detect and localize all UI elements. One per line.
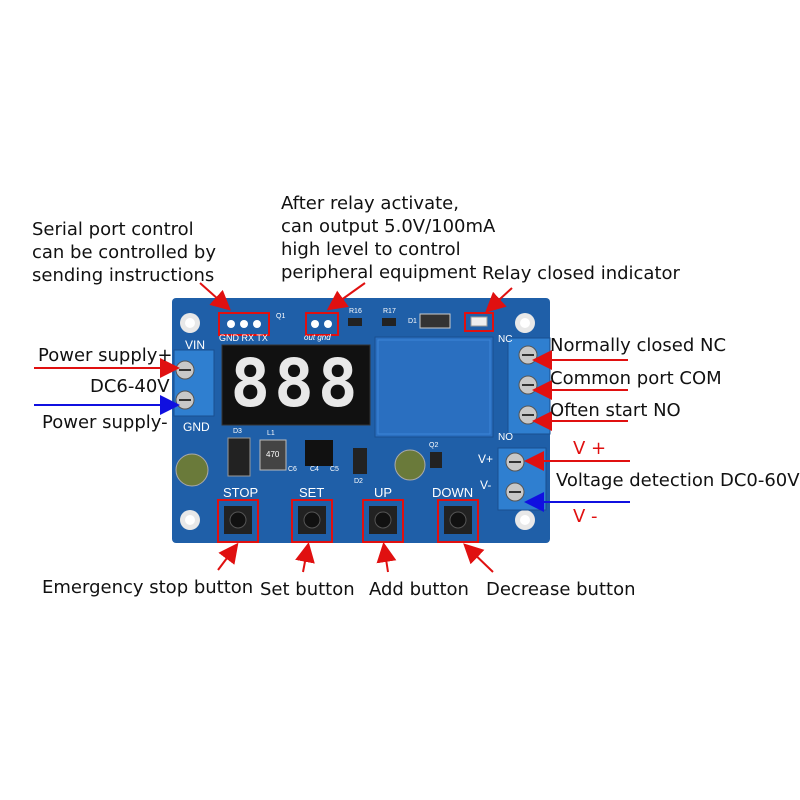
annotation-common-port: Common port COM bbox=[550, 368, 722, 389]
arrow-output bbox=[326, 282, 366, 311]
annotation-relay-output: After relay activate, can output 5.0V/10… bbox=[281, 192, 495, 284]
capacitor-left bbox=[175, 453, 209, 487]
stop-button-graphic bbox=[217, 499, 259, 543]
board-part-d2: D2 bbox=[354, 478, 363, 485]
seven-segment-display bbox=[221, 344, 371, 426]
board-button-down-label: DOWN bbox=[432, 485, 474, 500]
arrow-up bbox=[376, 542, 397, 573]
up-button-graphic bbox=[362, 499, 404, 543]
relay-led-box bbox=[464, 312, 494, 332]
annotation-often-start: Often start NO bbox=[550, 400, 681, 421]
board-gnd-label: GND bbox=[183, 420, 210, 434]
ic-chip bbox=[305, 440, 333, 466]
voltage-terminal-block bbox=[497, 447, 547, 511]
down-button-graphic bbox=[437, 499, 479, 543]
diode-d3 bbox=[227, 437, 251, 477]
annotation-serial-line-2: can be controlled by bbox=[32, 242, 216, 263]
board-button-stop-label: STOP bbox=[223, 485, 259, 500]
diode-d1 bbox=[419, 313, 451, 329]
arrow-indicator bbox=[485, 287, 513, 313]
annotation-serial-line-1: Serial port control bbox=[32, 219, 194, 240]
arrow-serial bbox=[199, 282, 231, 311]
annotation-output-line-2: can output 5.0V/100mA bbox=[281, 216, 496, 237]
board-part-q2: Q2 bbox=[429, 442, 439, 449]
annotation-output-line-3: high level to control bbox=[281, 239, 461, 260]
board-part-l1: L1 bbox=[267, 430, 275, 437]
output-header-pins bbox=[311, 320, 332, 328]
serial-header-pins bbox=[227, 320, 261, 328]
board-part-c4: C4 bbox=[310, 466, 319, 473]
board-vminus-label: V- bbox=[480, 478, 492, 492]
board-part-d1: D1 bbox=[408, 318, 417, 325]
arrow-stop bbox=[217, 542, 239, 571]
annotation-relay-indicator: Relay closed indicator bbox=[482, 263, 680, 284]
inductor-code: 470 bbox=[266, 450, 280, 459]
board-part-c6: C6 bbox=[288, 466, 297, 473]
board-part-q1: Q1 bbox=[276, 313, 286, 320]
board-serial-header-label: GND RX TX bbox=[219, 333, 268, 343]
annotation-add-button: Add button bbox=[369, 579, 469, 600]
power-terminal-block bbox=[173, 349, 215, 417]
annotation-normally-closed: Normally closed NC bbox=[550, 335, 727, 356]
board-button-set-label: SET bbox=[299, 485, 325, 500]
relay-module bbox=[374, 336, 494, 438]
board-output-header-label: out gnd bbox=[304, 333, 331, 342]
inductor-l1 bbox=[259, 439, 287, 471]
annotation-power-range: DC6-40V bbox=[90, 376, 170, 397]
annotation-serial-port: Serial port control can be controlled by… bbox=[32, 218, 216, 287]
annotation-power-plus: Power supply+ bbox=[38, 345, 173, 366]
board-part-c5: C5 bbox=[330, 466, 339, 473]
annotation-serial-line-3: sending instructions bbox=[32, 265, 215, 286]
annotation-v-plus: V + bbox=[573, 438, 607, 459]
annotation-v-minus: V - bbox=[573, 506, 598, 527]
output-header-box bbox=[305, 312, 339, 336]
annotation-output-line-4: peripheral equipment bbox=[281, 262, 477, 283]
display-digits: 888 bbox=[230, 345, 362, 422]
annotation-power-minus: Power supply- bbox=[42, 412, 168, 433]
mounting-holes bbox=[180, 313, 535, 530]
board-part-d3: D3 bbox=[233, 428, 242, 435]
annotation-voltage-detection: Voltage detection DC0-60V bbox=[556, 470, 800, 491]
annotation-decrease-button: Decrease button bbox=[486, 579, 636, 600]
board-vplus-label: V+ bbox=[478, 452, 494, 466]
board-vin-label: VIN bbox=[185, 338, 206, 352]
capacitor-right bbox=[394, 449, 426, 481]
board-part-r17: R17 bbox=[383, 308, 396, 315]
relay-terminal-block bbox=[507, 337, 551, 435]
board-button-up-label: UP bbox=[374, 485, 393, 500]
annotation-set-button: Set button bbox=[260, 579, 355, 600]
board-part-r16: R16 bbox=[349, 308, 362, 315]
arrow-set bbox=[295, 542, 315, 573]
arrow-down bbox=[463, 543, 494, 573]
serial-header-box bbox=[218, 312, 270, 336]
board-nc-label: NC bbox=[498, 334, 513, 345]
annotation-output-line-1: After relay activate, bbox=[281, 193, 459, 214]
board-no-label: NO bbox=[498, 432, 513, 443]
set-button-graphic bbox=[291, 499, 333, 543]
annotation-stop-button: Emergency stop button bbox=[42, 577, 254, 598]
